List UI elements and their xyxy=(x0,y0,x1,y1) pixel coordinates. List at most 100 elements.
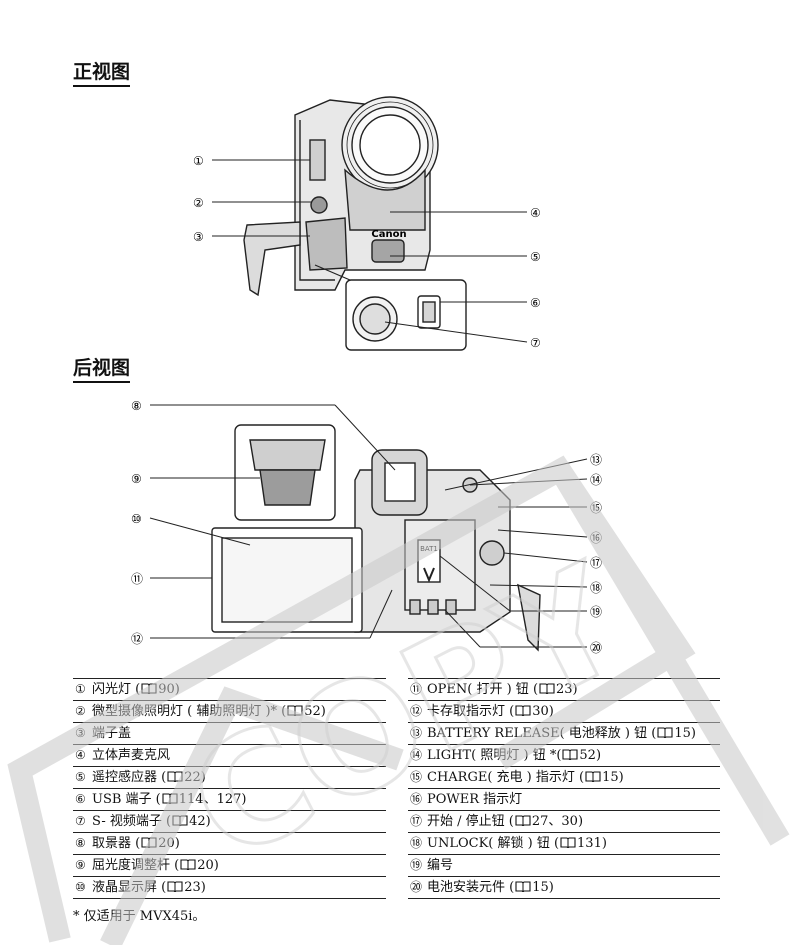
part-label: OPEN( 打开 ) 钮 ( xyxy=(427,682,539,697)
parts-right-row: ⑭ LIGHT( 照明灯 ) 钮 *( 52) xyxy=(408,744,720,767)
parts-right-row: ⑪ OPEN( 打开 ) 钮 ( 23) xyxy=(408,678,720,701)
part-label: CHARGE( 充电 ) 指示灯 ( xyxy=(427,770,585,785)
book-icon xyxy=(171,814,189,829)
part-number: ⑯ xyxy=(410,792,423,806)
part-label: 微型摄像照明灯 ( 辅助照明灯 )* ( xyxy=(92,704,287,719)
page-reference: 90) xyxy=(158,682,180,697)
parts-right-row: ⑯ POWER 指示灯 xyxy=(408,788,720,811)
part-number: ③ xyxy=(75,726,86,740)
brand-label: Canon xyxy=(371,229,406,240)
part-label: 电池安装元件 ( xyxy=(427,880,515,895)
parts-left-row: ① 闪光灯 ( 90) xyxy=(73,678,386,701)
part-number: ⑳ xyxy=(410,880,423,894)
book-icon xyxy=(656,726,674,741)
book-icon xyxy=(584,770,602,785)
book-icon xyxy=(514,704,532,719)
callout-15: ⑮ xyxy=(590,501,602,515)
book-icon xyxy=(559,836,577,851)
page-reference: 15) xyxy=(532,880,554,895)
part-number: ⑨ xyxy=(75,858,86,872)
parts-right-row: ⑰ 开始 / 停止钮 ( 27、30) xyxy=(408,810,720,833)
battery-label-group: BAT1 xyxy=(420,545,438,553)
callout-13: ⑬ xyxy=(590,453,602,467)
part-label: 立体声麦克风 xyxy=(92,748,171,763)
parts-left-row: ③ 端子盖 xyxy=(73,722,386,745)
parts-left-row: ⑤ 遥控感应器 ( 22) xyxy=(73,766,386,789)
part-number: ⑤ xyxy=(75,770,86,784)
book-icon xyxy=(161,792,179,807)
callout-8: ⑧ xyxy=(131,399,142,413)
part-number: ⑦ xyxy=(75,814,86,828)
book-icon xyxy=(514,814,532,829)
callout-4: ④ xyxy=(530,206,541,220)
page-reference: 114、127) xyxy=(178,792,247,807)
part-number: ⑫ xyxy=(410,704,423,718)
part-number: ⑬ xyxy=(410,726,423,740)
page-reference: 27、30) xyxy=(531,814,584,829)
page-reference: 42) xyxy=(189,814,211,829)
part-label: 闪光灯 ( xyxy=(92,682,141,697)
callout-6: ⑥ xyxy=(530,296,541,310)
part-label: BATTERY RELEASE( 电池释放 ) 钮 ( xyxy=(427,726,657,741)
part-label: 屈光度调整杆 ( xyxy=(92,858,180,873)
page-reference: 15) xyxy=(674,726,696,741)
page-reference: 52) xyxy=(579,748,602,763)
part-number: ⑮ xyxy=(410,770,423,784)
part-label: 遥控感应器 ( xyxy=(92,770,167,785)
part-number: ⑧ xyxy=(75,836,86,850)
footnote: * 仅适用于 MVX45i。 xyxy=(73,909,206,924)
callout-11: ⑪ xyxy=(131,572,143,586)
part-number: ⑭ xyxy=(410,748,423,762)
battery-label: BAT1 xyxy=(420,545,438,553)
book-icon xyxy=(514,880,532,895)
callout-9: ⑨ xyxy=(131,472,142,486)
front-view-heading: 正视图 xyxy=(73,60,131,87)
callout-14: ⑭ xyxy=(590,473,602,487)
callout-10: ⑩ xyxy=(131,512,142,526)
parts-right-row: ⑬ BATTERY RELEASE( 电池释放 ) 钮 ( 15) xyxy=(408,722,720,745)
page-reference: 30) xyxy=(532,704,554,719)
callout-17: ⑰ xyxy=(590,556,602,570)
parts-right-row: ⑳ 电池安装元件 ( 15) xyxy=(408,876,720,899)
back-view-heading: 后视图 xyxy=(73,356,131,383)
part-number: ⑲ xyxy=(410,858,423,872)
part-number: ① xyxy=(75,682,86,696)
part-number: ⑰ xyxy=(410,814,423,828)
front-view-camera xyxy=(243,96,467,351)
part-label: USB 端子 ( xyxy=(92,792,161,807)
book-icon xyxy=(166,880,184,895)
callout-12: ⑫ xyxy=(131,632,143,646)
callout-18: ⑱ xyxy=(590,581,602,595)
callout-3: ③ xyxy=(193,230,204,244)
part-label: 开始 / 停止钮 ( xyxy=(427,814,514,829)
parts-left-row: ④ 立体声麦克风 xyxy=(73,744,386,767)
part-label: 卡存取指示灯 ( xyxy=(427,704,515,719)
part-number: ⑪ xyxy=(410,682,423,696)
part-number: ⑱ xyxy=(410,836,423,850)
part-number: ④ xyxy=(75,748,86,762)
page-reference: 22) xyxy=(184,770,206,785)
book-icon xyxy=(140,836,158,851)
book-icon xyxy=(561,748,579,763)
part-label: POWER 指示灯 xyxy=(427,792,523,807)
callout-5: ⑤ xyxy=(530,250,541,264)
part-label: LIGHT( 照明灯 ) 钮 *( xyxy=(427,748,562,763)
front-leader-lines xyxy=(212,159,528,343)
callout-1: ① xyxy=(193,154,204,168)
part-label: 端子盖 xyxy=(92,726,132,741)
callout-19: ⑲ xyxy=(590,605,602,619)
page-reference: 23) xyxy=(556,682,578,697)
page-reference: 23) xyxy=(184,880,206,895)
book-icon xyxy=(140,682,158,697)
callout-2: ② xyxy=(193,196,204,210)
page-reference: 131) xyxy=(577,836,607,851)
